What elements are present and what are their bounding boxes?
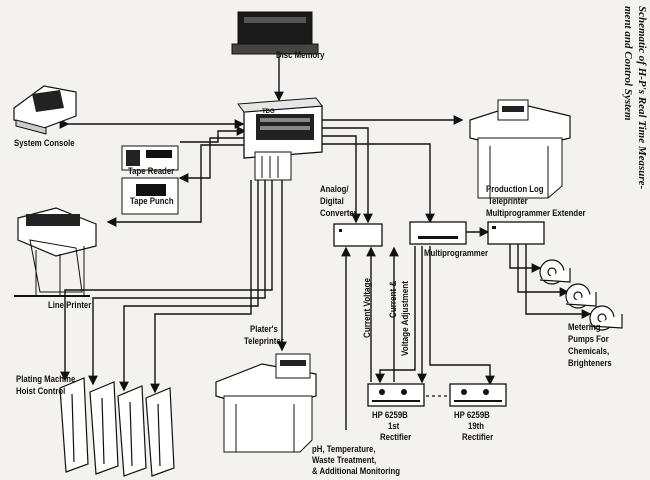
platers-teleprinter-label-line-2: Teleprinter bbox=[244, 336, 284, 347]
hoist-control-label-line-1: Plating Machine bbox=[16, 374, 76, 385]
monitoring-label-line-1: pH, Temperature, bbox=[312, 444, 376, 455]
adc-label-line-2: Digital bbox=[320, 196, 344, 207]
system-console-label: System Console bbox=[14, 138, 75, 149]
tape-reader-unit bbox=[121, 145, 179, 171]
cpu-badge: TDG bbox=[262, 109, 275, 115]
monitoring-label-line-2: Waste Treatment, bbox=[312, 455, 377, 466]
rectifier-1-label-line-3: Rectifier bbox=[380, 432, 412, 443]
disc-memory-label: Disc Memory bbox=[276, 50, 325, 61]
tape-punch-unit bbox=[121, 177, 179, 215]
hoist-control-cabinets bbox=[59, 377, 175, 477]
diagram-title-line-1: Schematic of H-P's Real Time Measure- bbox=[636, 6, 648, 190]
production-log-teleprinter-unit bbox=[469, 99, 571, 199]
diagram-title-line-2: ment and Control System bbox=[622, 6, 634, 121]
production-log-label-line-1: Production Log bbox=[486, 184, 544, 195]
multiprogrammer-unit bbox=[409, 221, 467, 245]
metering-pumps bbox=[539, 259, 623, 331]
platers-teleprinter-label-line-1: Plater's bbox=[250, 324, 278, 335]
central-computer bbox=[237, 97, 323, 181]
multiprogrammer-label: Multiprogrammer bbox=[424, 248, 489, 259]
metering-pumps-label-line-2: Pumps For bbox=[568, 334, 609, 345]
line-printer-label: Line Printer bbox=[48, 300, 92, 311]
cv-adjustment-label-line-2: Voltage Adjustment bbox=[400, 281, 411, 356]
rectifier-1-label-line-2: 1st bbox=[388, 421, 400, 432]
metering-pumps-label-line-3: Chemicals, bbox=[568, 346, 610, 357]
rectifier-19-label-line-3: Rectifier bbox=[462, 432, 494, 443]
adc-indicator bbox=[339, 229, 342, 232]
cv-adjustment-label-line-1: Current & bbox=[388, 280, 399, 318]
tape-punch-label: Tape Punch bbox=[130, 196, 174, 207]
rectifier-19-unit bbox=[449, 383, 507, 407]
tape-reader-label: Tape Reader bbox=[128, 166, 175, 177]
adc-label-line-1: Analog/ bbox=[320, 184, 349, 195]
adc-box bbox=[333, 223, 383, 247]
hoist-control-label-line-2: Hoist Control bbox=[16, 386, 66, 397]
connection-lines bbox=[59, 46, 592, 430]
rectifier-1-unit bbox=[367, 383, 425, 407]
adc-label-line-3: Converter bbox=[320, 208, 357, 219]
monitoring-label-line-3: & Additional Monitoring bbox=[312, 466, 400, 477]
line-printer-unit bbox=[14, 207, 97, 297]
system-console-unit bbox=[13, 85, 77, 135]
current-voltage-label: Current Voltage bbox=[362, 278, 373, 338]
platers-teleprinter-unit bbox=[215, 353, 317, 453]
metering-pumps-label-line-1: Metering bbox=[568, 322, 601, 333]
multiprogrammer-extender-unit bbox=[487, 221, 545, 245]
rectifier-19-label-line-1: HP 6259B bbox=[454, 410, 490, 421]
rectifier-19-label-line-2: 19th bbox=[468, 421, 485, 432]
production-log-label-line-2: Teleprinter bbox=[488, 196, 528, 207]
rectifier-1-label-line-1: HP 6259B bbox=[372, 410, 408, 421]
metering-pumps-label-line-4: Brighteners bbox=[568, 358, 612, 369]
multiprogrammer-extender-label: Multiprogrammer Extender bbox=[486, 208, 586, 219]
disc-memory-unit bbox=[231, 11, 319, 55]
